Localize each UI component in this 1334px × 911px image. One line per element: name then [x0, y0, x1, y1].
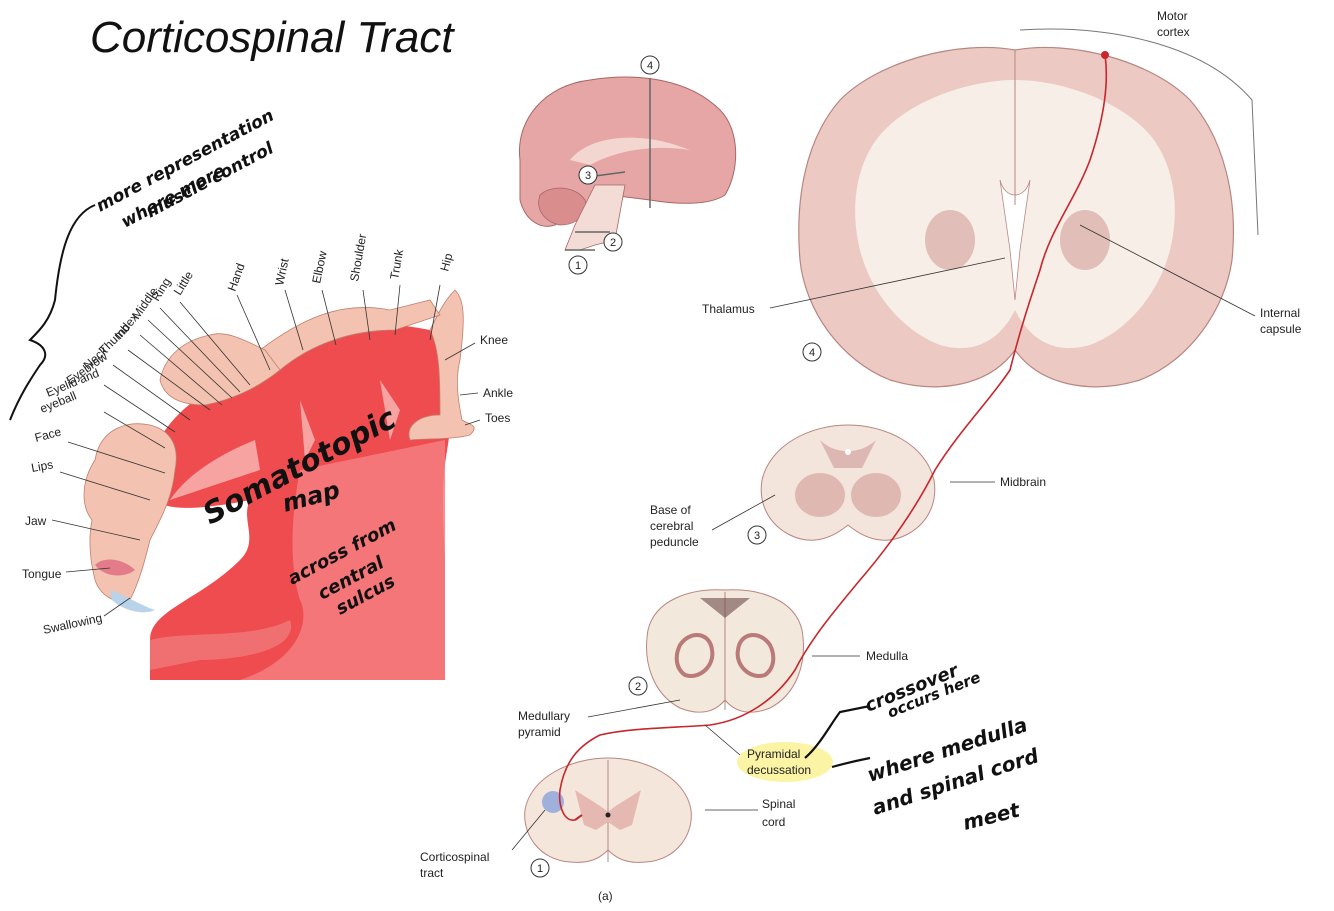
label-cst-2: tract [420, 866, 444, 880]
section-marker-1-spinal: 1 [531, 859, 549, 877]
label-toes: Toes [485, 411, 510, 425]
section-marker-4-coronal: 4 [803, 343, 821, 361]
section-marker-3-midbrain: 3 [748, 526, 766, 544]
label-tongue: Tongue [22, 567, 62, 581]
label-decussation-1: Pyramidal [747, 747, 800, 761]
label-base-1: Base of [650, 503, 691, 517]
svg-text:1: 1 [537, 863, 543, 875]
svg-text:3: 3 [585, 170, 591, 182]
spinal-cord-section: 1 [525, 758, 692, 877]
sagittal-brain: 4 3 2 1 [519, 56, 735, 274]
section-marker-2-medulla: 2 [629, 677, 647, 695]
label-wrist: Wrist [272, 257, 291, 287]
label-decussation-2: decussation [747, 763, 811, 777]
section-marker-4: 4 [641, 56, 659, 74]
label-internal-capsule-1: Internal [1260, 306, 1300, 320]
coronal-basal-ganglia-left [925, 210, 975, 270]
label-pyramid-2: pyramid [518, 725, 561, 739]
coronal-brain-section: 4 [799, 29, 1258, 387]
label-hand: Hand [225, 261, 248, 293]
label-spinal-2: cord [762, 815, 785, 829]
label-hip: Hip [437, 251, 455, 272]
svg-text:2: 2 [635, 681, 641, 693]
midbrain-aqueduct [845, 449, 851, 455]
label-jaw: Jaw [25, 514, 47, 528]
coronal-basal-ganglia-right [1060, 210, 1110, 270]
label-little: Little [171, 268, 196, 297]
label-internal-capsule-2: capsule [1260, 322, 1302, 336]
label-shoulder: Shoulder [347, 233, 369, 283]
spinal-central-canal [606, 813, 611, 818]
section-marker-1: 1 [569, 256, 587, 274]
label-midbrain: Midbrain [1000, 475, 1046, 489]
label-base-3: peduncle [650, 535, 699, 549]
label-cst-1: Corticospinal [420, 850, 489, 864]
label-pyramid-1: Medullary [518, 709, 570, 723]
label-base-2: cerebral [650, 519, 693, 533]
midbrain-nigra-right [851, 473, 901, 517]
label-swallowing: Swallowing [42, 611, 104, 637]
label-face: Face [33, 424, 63, 445]
section-marker-3: 3 [579, 166, 597, 184]
label-trunk: Trunk [387, 247, 406, 280]
label-knee: Knee [480, 333, 508, 347]
midbrain-section: 3 [748, 425, 935, 544]
medulla-section: 2 [629, 590, 803, 712]
note-meet: meet [960, 797, 1023, 835]
label-spinal-1: Spinal [762, 797, 795, 811]
label-lips: Lips [30, 457, 54, 475]
svg-text:1: 1 [575, 260, 581, 272]
svg-text:3: 3 [754, 530, 760, 542]
page-title: Corticospinal Tract [90, 13, 455, 62]
svg-text:4: 4 [809, 347, 815, 359]
section-marker-2: 2 [604, 233, 622, 251]
label-medulla: Medulla [866, 649, 908, 663]
tract-origin-dot [1101, 51, 1109, 59]
svg-text:2: 2 [610, 237, 616, 249]
label-panel: (a) [598, 889, 613, 903]
label-motor-cortex-2: cortex [1157, 25, 1190, 39]
label-thalamus: Thalamus [702, 302, 755, 316]
homunculus-face [84, 424, 176, 602]
midbrain-outline [761, 425, 935, 540]
svg-text:4: 4 [647, 60, 653, 72]
midbrain-nigra-left [795, 473, 845, 517]
handwritten-notes-right: crossover occurs here where medulla and … [805, 660, 1042, 835]
label-motor-cortex-1: Motor [1157, 9, 1188, 23]
label-ankle: Ankle [483, 386, 513, 400]
label-elbow: Elbow [309, 249, 330, 284]
